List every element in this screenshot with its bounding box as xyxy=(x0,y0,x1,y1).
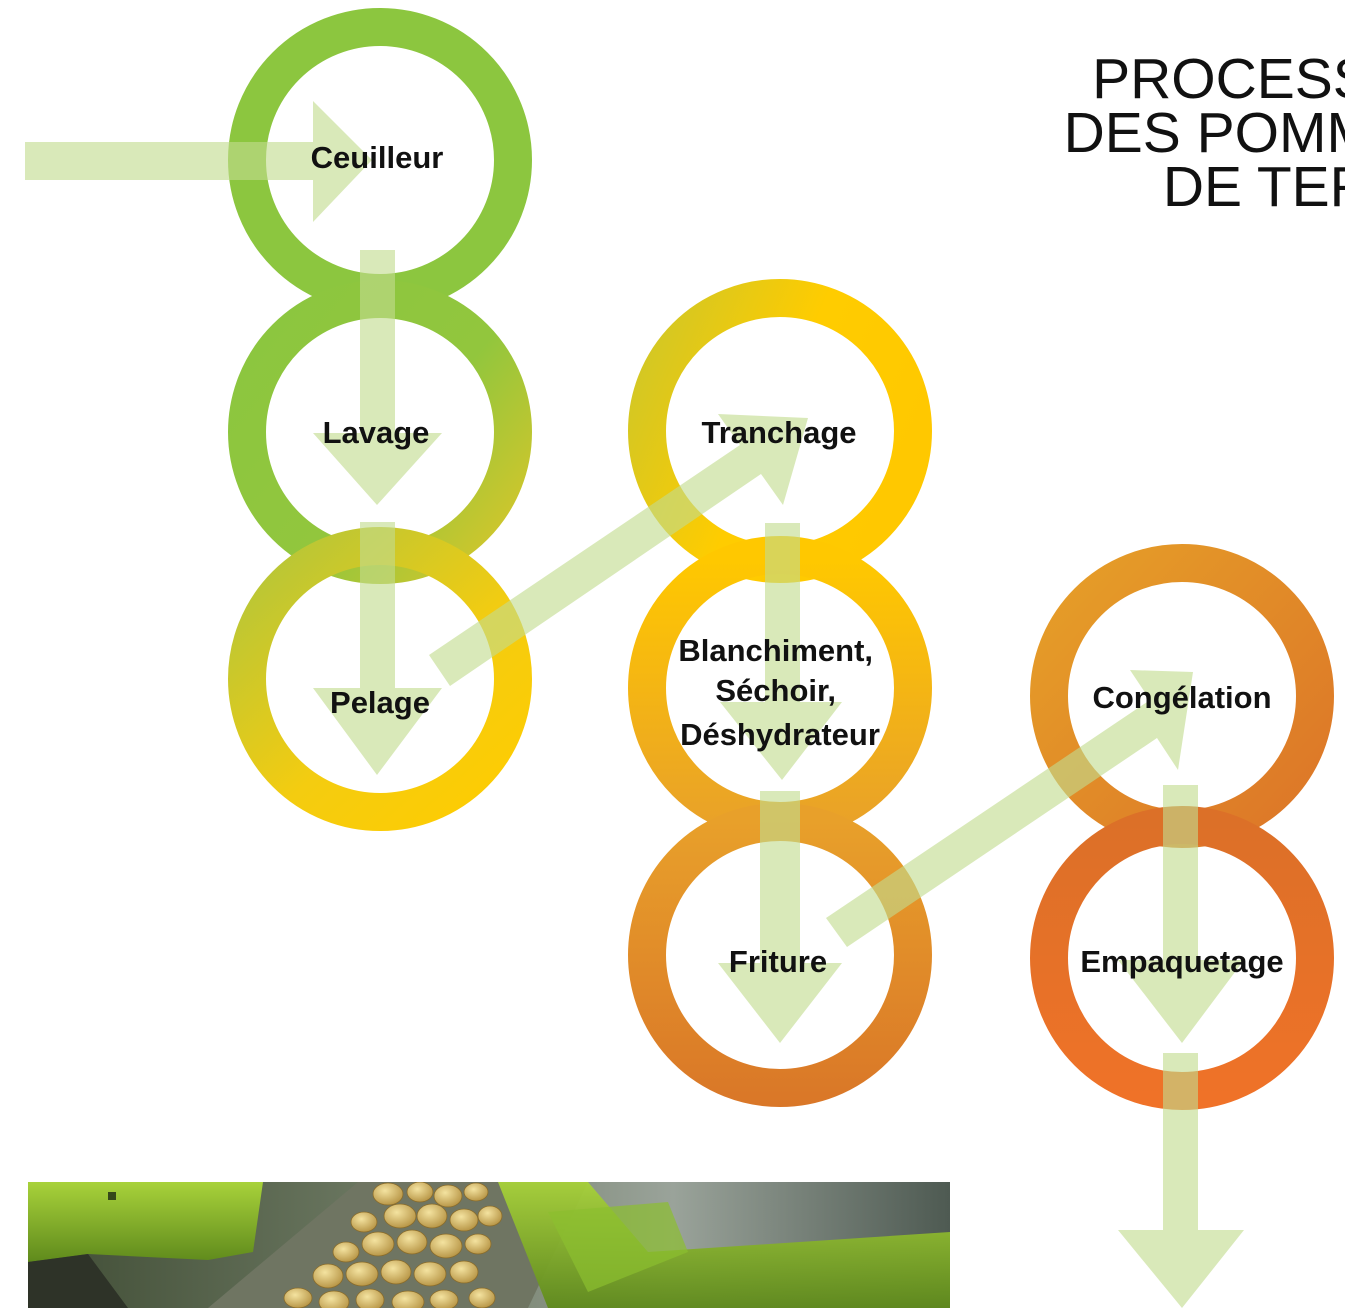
arrow-ceuilleur-lavage xyxy=(313,250,442,505)
arrow-tranchage-blanchiment xyxy=(720,523,842,780)
flow-arrows xyxy=(25,101,1244,1308)
photo-illustration xyxy=(28,1182,950,1308)
arrow-lavage-pelage xyxy=(313,522,442,775)
step-label-blanchiment-line-3: Déshydrateur xyxy=(680,717,880,752)
page-title: PROCESSUS DES POMMES DE TERRE xyxy=(930,47,1345,219)
step-label-empaquetage: Empaquetage xyxy=(1080,944,1283,979)
step-label-congelation: Congélation xyxy=(1092,680,1271,715)
arrow-into-ceuilleur xyxy=(25,101,372,222)
step-labels: Ceuilleur Lavage Pelage Tranchage Blanch… xyxy=(311,140,1284,979)
step-label-friture: Friture xyxy=(729,944,827,979)
arrow-congelation-empaquetage xyxy=(1118,785,1244,1043)
step-label-tranchage: Tranchage xyxy=(701,415,856,450)
arrow-blanchiment-friture xyxy=(718,791,842,1043)
title-line-1: PROCESSUS xyxy=(1092,47,1345,111)
title-line-2: DES POMMES xyxy=(1063,101,1345,165)
title-line-3: DE TERRE xyxy=(1162,155,1345,219)
arrow-pelage-tranchage xyxy=(429,414,808,686)
step-label-blanchiment-line-1: Blanchiment, xyxy=(678,633,873,668)
step-label-blanchiment-line-2: Séchoir, xyxy=(715,673,836,708)
step-label-pelage: Pelage xyxy=(330,685,430,720)
step-label-ceuilleur: Ceuilleur xyxy=(311,140,444,175)
arrow-friture-congelation xyxy=(826,670,1193,947)
step-label-blanchiment: Blanchiment, Séchoir, Déshydrateur xyxy=(678,633,881,752)
arrow-out-empaquetage xyxy=(1118,1053,1244,1308)
potato-conveyor-photo xyxy=(28,1182,950,1308)
step-label-lavage: Lavage xyxy=(323,415,430,450)
